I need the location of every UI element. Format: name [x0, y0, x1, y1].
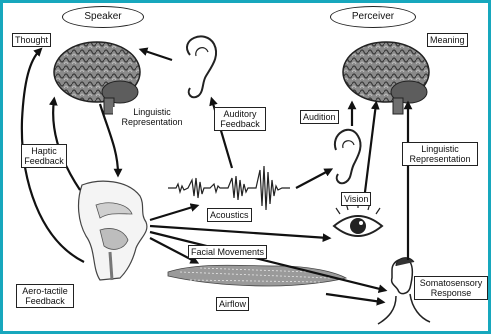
- meaning-label: Meaning: [427, 33, 468, 47]
- thought-label: Thought: [12, 33, 51, 47]
- linguistic-representation-left-label: Linguistic Representation: [113, 107, 191, 127]
- perceiver-brain-icon: [343, 42, 429, 114]
- acoustics-label: Acoustics: [207, 208, 252, 222]
- haptic-feedback-label: Haptic Feedback: [21, 144, 67, 168]
- speaker-label: Speaker: [84, 11, 121, 22]
- somatosensory-response-label: Somatosensory Response: [414, 276, 488, 300]
- perceiver-ear-icon: [335, 130, 361, 183]
- aero-tactile-feedback-label: Aero-tactile Feedback: [16, 284, 74, 308]
- speaker-oval: Speaker: [62, 6, 144, 28]
- vision-label: Vision: [341, 192, 371, 206]
- linguistic-representation-right-label: Linguistic Representation: [402, 142, 478, 166]
- speaker-brain-icon: [54, 42, 140, 114]
- acoustic-waveform-icon: [168, 166, 290, 210]
- perceiver-oval: Perceiver: [330, 6, 416, 28]
- auditory-feedback-label: Auditory Feedback: [214, 107, 266, 131]
- speaker-ear-icon: [187, 36, 216, 97]
- airflow-icon: [168, 265, 346, 286]
- facial-movements-label: Facial Movements: [188, 245, 267, 259]
- vocal-tract-head-icon: [79, 181, 147, 280]
- audition-label: Audition: [300, 110, 339, 124]
- perceiver-label: Perceiver: [352, 11, 394, 22]
- perceiver-eye-icon: [334, 201, 382, 236]
- airflow-label: Airflow: [216, 297, 249, 311]
